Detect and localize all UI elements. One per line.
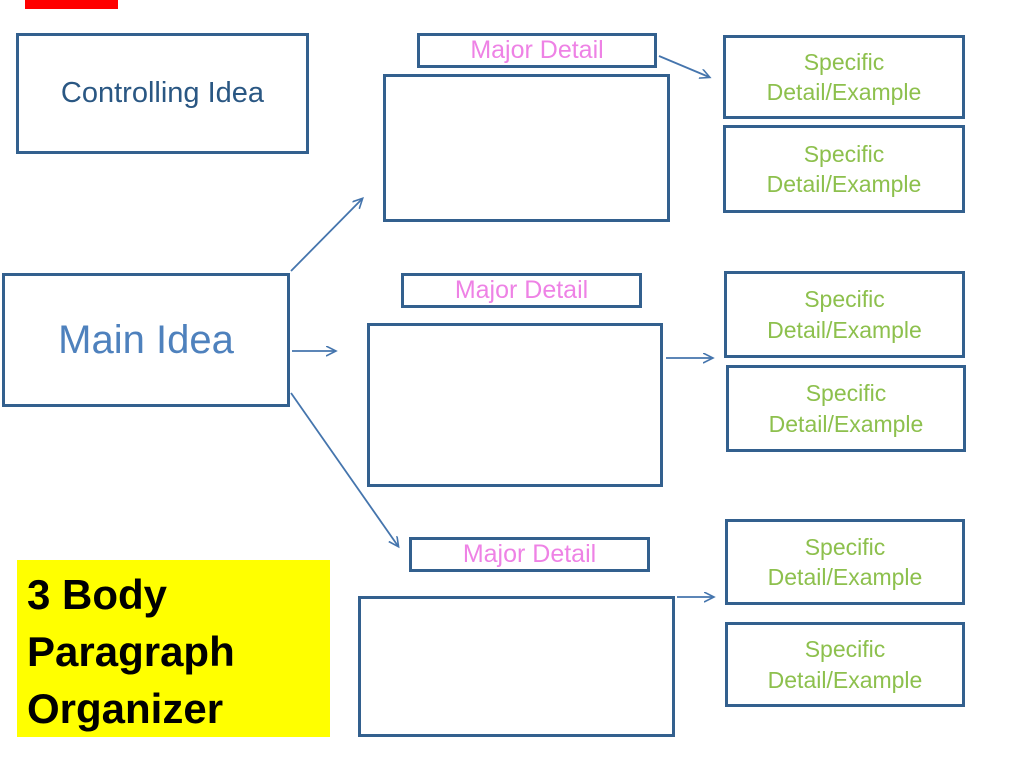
slide-title-line-2: Paragraph — [27, 628, 235, 675]
specific-detail-text-1: Specific Detail/Example — [766, 48, 922, 105]
specific-detail-box-4: Specific Detail/Example — [726, 365, 966, 452]
specific-detail-text-5: Specific Detail/Example — [767, 533, 923, 590]
major-detail-label-2: Major Detail — [401, 273, 642, 308]
specific-detail-text-6: Specific Detail/Example — [767, 636, 923, 693]
arrow-main-to-branch-1-icon — [290, 199, 362, 272]
specific-detail-box-2: Specific Detail/Example — [723, 125, 965, 213]
major-detail-text-3: Major Detail — [462, 540, 597, 568]
slide-title-line-1: 3 Body — [27, 571, 168, 618]
main-idea-box: Main Idea — [2, 273, 290, 407]
major-detail-writein-box-1 — [383, 74, 670, 222]
major-detail-writein-box-2 — [367, 323, 663, 487]
major-detail-label-1: Major Detail — [417, 33, 657, 68]
major-detail-label-3: Major Detail — [409, 537, 650, 572]
major-detail-text-2: Major Detail — [454, 276, 589, 304]
specific-detail-box-6: Specific Detail/Example — [725, 622, 965, 707]
specific-detail-text-4: Specific Detail/Example — [768, 380, 924, 437]
main-idea-label: Main Idea — [58, 317, 234, 362]
controlling-idea-box: Controlling Idea — [16, 33, 309, 154]
specific-detail-text-2: Specific Detail/Example — [766, 140, 922, 197]
controlling-idea-label: Controlling Idea — [60, 77, 265, 109]
specific-detail-box-5: Specific Detail/Example — [725, 519, 965, 605]
specific-detail-text-3: Specific Detail/Example — [767, 286, 922, 343]
specific-detail-box-3: Specific Detail/Example — [724, 271, 965, 358]
major-detail-writein-box-3 — [358, 596, 675, 737]
slide-title-box: 3 Body Paragraph Organizer — [17, 560, 330, 737]
red-accent-bar — [25, 0, 118, 9]
specific-detail-box-1: Specific Detail/Example — [723, 35, 965, 119]
major-detail-text-1: Major Detail — [470, 36, 604, 64]
slide-title-line-3: Organizer — [27, 685, 224, 732]
